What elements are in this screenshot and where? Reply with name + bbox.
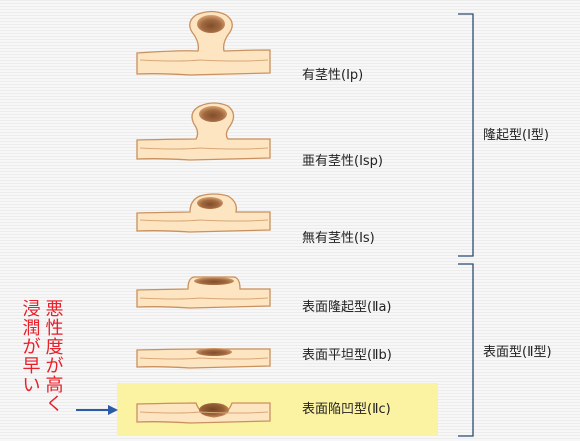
bracket-superficial <box>458 263 474 437</box>
arrow-icon <box>76 405 118 415</box>
polyp-superficial-flat <box>136 348 271 369</box>
polyp-superficial-elevated <box>136 276 271 309</box>
note-char: 度 <box>45 337 64 358</box>
bracket-protruded <box>458 13 474 257</box>
label-superficial-flat: 表面平坦型(Ⅱb) <box>302 348 392 363</box>
note-char: 悪 <box>45 299 64 320</box>
polyp-pedunculated <box>136 10 271 76</box>
note-char: 性 <box>45 318 64 339</box>
polyp-sessile <box>136 193 271 233</box>
note-char: が <box>22 337 41 358</box>
note-char: が <box>45 356 64 377</box>
note-char: い <box>22 375 41 396</box>
note-char: く <box>45 394 64 415</box>
label-sessile: 無有茎性(Ⅰs) <box>302 231 375 246</box>
polyp-superficial-depressed <box>136 402 271 424</box>
note-char: 早 <box>22 356 41 377</box>
note-char: 高 <box>45 375 64 396</box>
note-char: 浸 <box>22 299 41 320</box>
group-label-protruded: 隆起型(Ⅰ型) <box>483 128 549 143</box>
note-char: 潤 <box>22 318 41 339</box>
label-pedunculated: 有茎性(Ⅰp) <box>302 68 364 83</box>
note-left-column: 浸 潤 が 早 い <box>22 300 41 395</box>
group-label-superficial: 表面型(Ⅱ型) <box>483 345 552 360</box>
polyp-semi-pedunculated <box>136 102 271 161</box>
note-right-column: 悪 性 度 が 高 く <box>45 300 64 414</box>
label-semi-pedunculated: 亜有茎性(Ⅰsp) <box>302 154 384 169</box>
label-superficial-depressed: 表面陥凹型(Ⅱc) <box>302 402 391 417</box>
label-superficial-elevated: 表面隆起型(Ⅱa) <box>302 300 392 315</box>
